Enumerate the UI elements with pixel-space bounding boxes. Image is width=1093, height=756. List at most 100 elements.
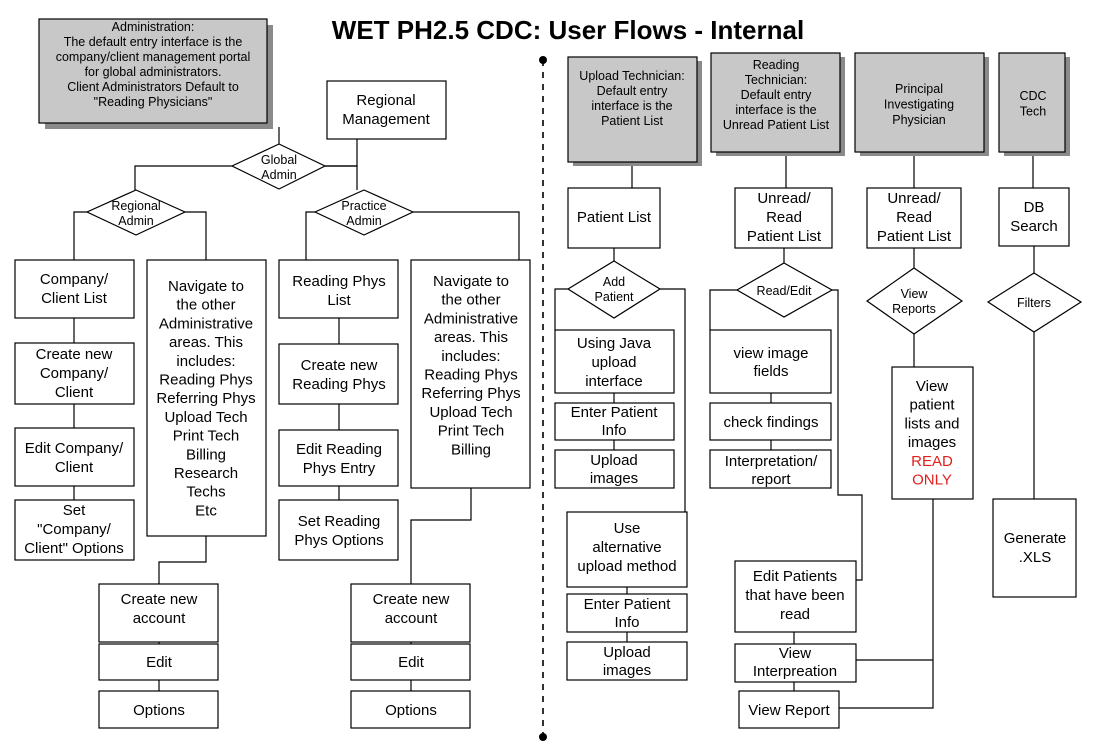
text-line: Print Tech [173,428,239,445]
text-line: Navigate to [433,273,509,290]
text-line: Reading Phys [424,367,517,384]
set-company-client-options-box[interactable]: Set"Company/Client" Options [14,499,135,561]
divider-bottom-dot [539,733,547,741]
generate-xls-box[interactable]: Generate.XLS [992,498,1077,598]
text-line: Options [385,702,437,719]
left-options-label: Options [133,702,185,719]
text-line: the other [176,297,235,314]
text-line: READ [911,453,953,470]
text-line: Generate [1004,530,1067,547]
text-line: for global administrators. [85,65,222,79]
text-line: Client" Options [24,540,124,557]
text-line: Set [63,502,86,519]
text-line: Enter Patient [571,404,659,421]
filters-decision[interactable]: Filters [986,272,1083,333]
text-line: Read [896,209,932,226]
text-line: Investigating [884,98,954,112]
text-line: account [133,610,186,627]
text-line: images [908,434,956,451]
text-line: Unread/ [757,190,811,207]
text-line: DB [1024,199,1045,216]
text-line: Create new [36,346,113,363]
text-line: company/client management portal [56,50,251,64]
text-line: images [603,662,651,679]
text-line: areas. This [434,329,508,346]
text-line: includes: [441,348,500,365]
right-edit-box[interactable]: Edit [350,643,471,681]
company-client-list-label: Company/Client List [40,271,109,307]
view-report-label: View Report [748,702,830,719]
left-options-box[interactable]: Options [98,690,219,729]
text-line: The default entry interface is the [64,35,243,49]
patient-list-box[interactable]: Patient List [567,187,661,249]
right-edit-label: Edit [398,654,425,671]
text-line: Client Administrators Default to [67,80,239,94]
text-line: Use [614,520,641,537]
text-line: "Reading Physicians" [94,95,213,109]
right-options-box[interactable]: Options [350,690,471,729]
text-line: Client [55,459,94,476]
text-line: images [590,470,638,487]
company-client-list-box[interactable]: Company/Client List [14,259,135,319]
text-line: Administrative [159,315,253,332]
text-line: Technician: [745,73,808,87]
text-line: Interpretation/ [725,453,818,470]
left-edit-box[interactable]: Edit [98,643,219,681]
text-line: Info [614,614,639,631]
text-line: the other [441,292,500,309]
interpretation-report-box[interactable]: Interpretation/report [709,449,832,489]
text-line: Edit [398,654,425,671]
read-edit-decision[interactable]: Read/Edit [735,262,834,318]
view-report-box[interactable]: View Report [738,690,840,729]
text-line: Create new [373,591,450,608]
check-findings-box[interactable]: check findings [709,402,832,441]
text-line: Edit Reading [296,441,382,458]
edit-company-client-box[interactable]: Edit Company/Client [14,427,135,487]
text-line: Regional [111,199,160,213]
text-line: CDC [1019,89,1046,103]
text-line: Reading Phys [292,273,385,290]
text-line: Company/ [40,271,109,288]
text-line: Patient [595,290,634,304]
text-line: Unread/ [887,190,941,207]
text-line: upload [591,354,636,371]
interpretation-report-label: Interpretation/report [725,453,818,488]
text-line: View [779,645,811,662]
